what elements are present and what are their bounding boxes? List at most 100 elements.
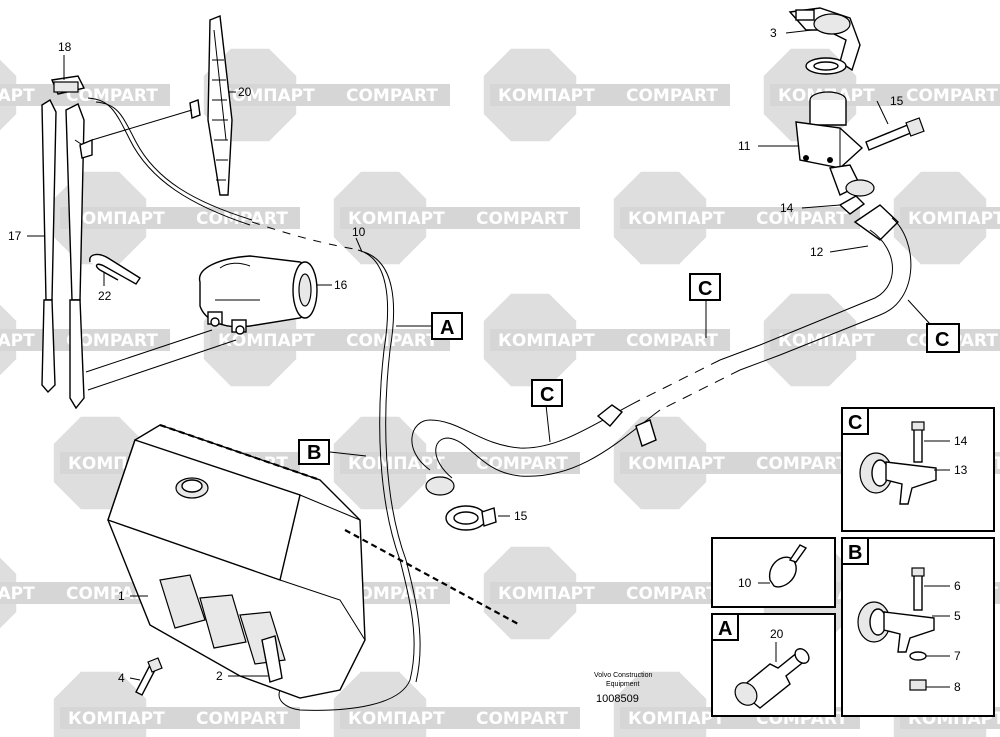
- watermark-text: КОМПАРТ: [498, 86, 595, 106]
- watermark-text: COMPART: [196, 209, 288, 229]
- watermark-text: COMPART: [626, 86, 718, 106]
- maker-line-2: Equipment: [606, 681, 640, 688]
- watermark-text: КОМПАРТ: [628, 454, 725, 474]
- part-label: 20: [238, 85, 252, 99]
- drawing-footer: Volvo Construction Equipment 1008509: [594, 672, 652, 705]
- part-label: 18: [58, 40, 72, 54]
- svg-text:C: C: [935, 329, 949, 351]
- leader-lines: [27, 29, 931, 681]
- detail-box-b: B 6 5 7 8: [841, 537, 995, 717]
- watermark-text: КОМПАРТ: [68, 709, 165, 729]
- watermark-text: КОМПАРТ: [218, 331, 315, 351]
- watermark-band: [340, 452, 580, 474]
- watermark-text: COMPART: [66, 331, 158, 351]
- watermark-text: КОМПАРТ: [908, 209, 1000, 229]
- svg-text:8: 8: [954, 680, 961, 694]
- watermark-text: COMPART: [476, 209, 568, 229]
- watermark-text: COMPART: [756, 454, 848, 474]
- part-label: 16: [334, 278, 348, 292]
- watermark-text: КОМПАРТ: [0, 584, 35, 604]
- watermark-text: COMPART: [626, 331, 718, 351]
- watermark-tile: КОМПАРТ COMPART: [483, 293, 730, 387]
- hose-clamp: [445, 505, 497, 531]
- watermark-band: [490, 84, 730, 106]
- watermark-tile: КОМПАРТ COMPART: [333, 171, 580, 265]
- watermark-band: [900, 207, 1000, 229]
- detail-box-a: A 20: [711, 613, 836, 717]
- watermark-band: [620, 207, 860, 229]
- watermark-text: КОМПАРТ: [498, 331, 595, 351]
- svg-text:A: A: [718, 618, 732, 640]
- svg-text:20: 20: [770, 627, 784, 641]
- filler-cap: [788, 7, 861, 72]
- part-label: 4: [118, 671, 125, 685]
- watermark-band: [210, 329, 450, 351]
- part-label: 12: [810, 245, 824, 259]
- part-label: 15: [890, 94, 904, 108]
- filler-neck-bracket: [795, 91, 875, 197]
- watermark-text: КОМПАРТ: [0, 331, 35, 351]
- watermark-text: КОМПАРТ: [628, 209, 725, 229]
- svg-text:13: 13: [954, 463, 968, 477]
- detail-box-c: C 14 13: [841, 407, 995, 532]
- watermark-text: КОМПАРТ: [628, 709, 725, 729]
- svg-text:10: 10: [738, 576, 752, 590]
- svg-text:B: B: [848, 542, 862, 564]
- part-number-labels: 18 20 17 22 16 10 3 15 11 14 12 1 2 4 15: [8, 26, 904, 685]
- watermark-tile: КОМПАРТ COMPART: [483, 48, 730, 142]
- svg-text:5: 5: [954, 609, 961, 623]
- cable-tie: [89, 253, 141, 285]
- watermark-tile: КОМПАРТ COMPART: [613, 416, 860, 510]
- part-label: 15: [514, 509, 528, 523]
- watermark-text: COMPART: [476, 709, 568, 729]
- svg-text:C: C: [848, 412, 862, 434]
- svg-text:6: 6: [954, 579, 961, 593]
- watermark-text: COMPART: [346, 331, 438, 351]
- watermark-tile: КОМПАРТ COMPART: [0, 304, 170, 376]
- watermark-text: КОМПАРТ: [778, 331, 875, 351]
- part-label: 3: [770, 26, 777, 40]
- watermark-band: [340, 707, 580, 729]
- svg-text:7: 7: [954, 649, 961, 663]
- watermark-text: COMPART: [476, 454, 568, 474]
- watermark-text: COMPART: [906, 86, 998, 106]
- watermark-text: COMPART: [196, 709, 288, 729]
- maker-line-1: Volvo Construction: [594, 672, 652, 679]
- wiper-blade: [91, 15, 233, 196]
- part-label: 11: [738, 139, 751, 153]
- watermark-text: COMPART: [66, 86, 158, 106]
- watermark-tile: КОМПАРТ COMPART: [0, 59, 170, 131]
- washer-pump-motor: [198, 255, 318, 335]
- watermark-band: [340, 207, 580, 229]
- part-label: 17: [8, 229, 22, 243]
- part-label: 10: [352, 225, 366, 239]
- watermark-text: КОМПАРТ: [348, 209, 445, 229]
- svg-text:A: A: [440, 317, 454, 339]
- watermark-text: КОМПАРТ: [498, 584, 595, 604]
- watermark-tile: КОМПАРТ COMPART: [53, 171, 300, 265]
- watermark-band: [620, 452, 860, 474]
- watermark-text: COMPART: [346, 86, 438, 106]
- detail-box-cable-tie: 10: [711, 537, 836, 608]
- watermark-text: КОМПАРТ: [68, 209, 165, 229]
- bolt: [865, 117, 925, 151]
- watermark-tile: КОМПАРТ COMPART: [53, 671, 300, 737]
- part-label: 14: [780, 201, 794, 215]
- watermark-text: КОМПАРТ: [0, 86, 35, 106]
- watermark-band: [490, 582, 730, 604]
- watermark-text: КОМПАРТ: [218, 86, 315, 106]
- washer-tank: [107, 424, 366, 699]
- watermark-band: [490, 329, 730, 351]
- svg-text:C: C: [698, 278, 712, 300]
- watermark-band: [0, 582, 170, 604]
- watermark-band: [60, 207, 300, 229]
- reference-markers: A B C C C: [298, 273, 960, 465]
- wiper-arms: [41, 75, 93, 410]
